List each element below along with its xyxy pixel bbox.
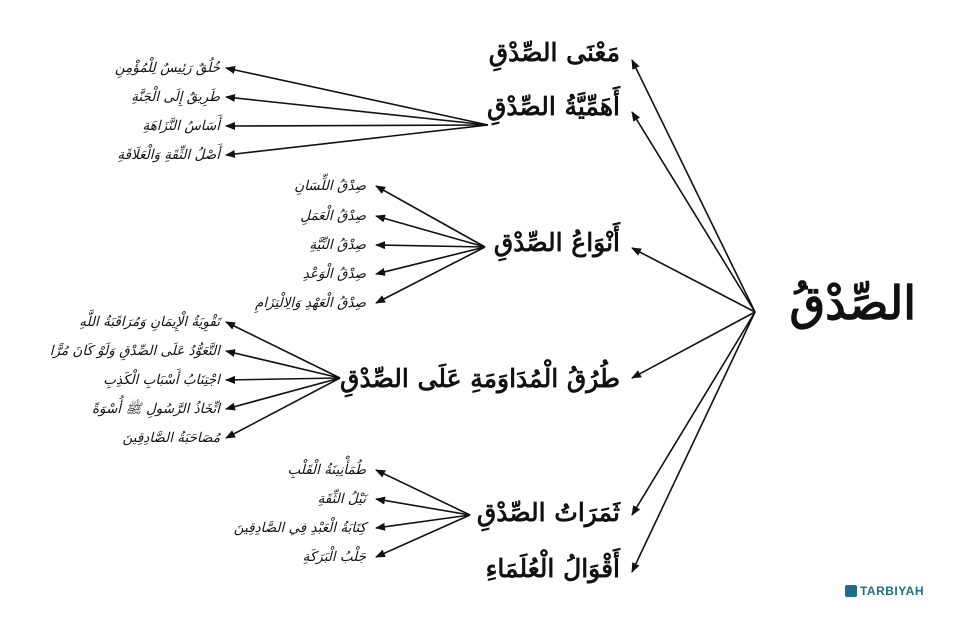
leaf-ways-1: تَقْوِيَةُ الْإِيمَانِ وَمُرَاقَبَةُ الل… xyxy=(79,314,220,330)
leaf-types-1: صِدْقُ اللِّسَانِ xyxy=(294,178,366,194)
arrow-branch-4-leaf-3 xyxy=(375,514,471,558)
leaf-fruits-4: جَلْبُ الْبَرَكَةِ xyxy=(302,549,366,565)
arrow-branch-1-leaf-2 xyxy=(225,121,489,130)
arrow-branch-1-leaf-0 xyxy=(225,66,489,126)
leaf-types-5: صِدْقُ الْعَهْدِ وَالِالْتِزَامِ xyxy=(254,295,366,311)
arrow-branch-2-leaf-3 xyxy=(375,246,486,276)
arrow-branch-3-leaf-3 xyxy=(225,377,341,411)
leaf-importance-2: طَرِيقٌ إِلَى الْجَنَّةِ xyxy=(131,89,220,105)
leaf-ways-4: اتِّخَاذُ الرَّسُولِ ﷺ أُسْوَةً xyxy=(91,401,220,417)
arrow-branch-4-leaf-2 xyxy=(375,514,471,531)
arrow-branch-3-leaf-1 xyxy=(225,349,341,379)
arrow-branch-1-leaf-1 xyxy=(225,93,489,126)
leaf-types-2: صِدْقُ الْعَمَلِ xyxy=(300,208,366,224)
arrow-branch-2-leaf-2 xyxy=(375,241,486,250)
arrow-branch-2-leaf-1 xyxy=(375,214,486,248)
tarbiyah-logo: TARBIYAH xyxy=(844,584,924,598)
arrow-branch-2-leaf-4 xyxy=(375,246,486,304)
branch-sayings: أَقْوَالُ الْعُلَمَاءِ xyxy=(485,554,620,583)
leaf-importance-4: أَصْلُ الثِّقَةِ وَالْعَلَاقَةِ xyxy=(117,147,220,163)
leaf-fruits-1: طُمَأْنِينَةُ الْقَلْبِ xyxy=(287,462,366,478)
arrow-root-to-branch-1 xyxy=(631,111,756,313)
leaf-ways-5: مُصَاحَبَةُ الصَّادِقِينَ xyxy=(122,430,221,446)
logo-text: TARBIYAH xyxy=(859,584,924,598)
logo-mark-icon xyxy=(844,585,857,597)
arrow-branch-3-leaf-2 xyxy=(225,375,341,384)
arrow-branch-2-leaf-0 xyxy=(375,185,486,248)
leaf-ways-3: اجْتِنَابُ أَسْبَابِ الْكَذِبِ xyxy=(103,372,220,388)
arrow-root-to-branch-0 xyxy=(631,59,756,313)
branch-types: أَنْوَاعُ الصِّدْقِ xyxy=(493,228,620,257)
arrow-branch-4-leaf-1 xyxy=(375,496,471,516)
arrow-root-to-branch-5 xyxy=(631,311,756,573)
arrow-branch-4-leaf-0 xyxy=(375,469,471,516)
arrow-root-to-branch-4 xyxy=(631,311,756,516)
root-node: الصِّدْقُ xyxy=(789,276,916,330)
leaf-types-4: صِدْقُ الْوَعْدِ xyxy=(302,266,366,282)
leaf-fruits-3: كِتَابَةُ الْعَبْدِ فِي الصَّادِقِينَ xyxy=(233,520,366,536)
branch-ways: طُرُقُ الْمُدَاوَمَةِ عَلَى الصِّدْقِ xyxy=(340,364,620,393)
arrow-root-to-branch-2 xyxy=(631,247,756,313)
branch-meaning: مَعْنَى الصِّدْقِ xyxy=(488,38,620,67)
leaf-ways-2: التَّعَوُّدُ عَلَى الصِّدْقِ وَلَوْ كَان… xyxy=(49,343,220,359)
arrow-branch-1-leaf-3 xyxy=(225,124,489,158)
branch-importance: أَهَمِّيَّةُ الصِّدْقِ xyxy=(487,92,620,121)
leaf-fruits-2: نَيْلُ الثِّقَةِ xyxy=(317,491,366,507)
branch-fruits: ثَمَرَاتُ الصِّدْقِ xyxy=(476,498,620,527)
arrow-branch-3-leaf-0 xyxy=(225,321,341,379)
arrow-branch-3-leaf-4 xyxy=(225,377,341,439)
leaf-importance-1: خُلُقٌ رَئِيسٌ لِلْمُؤْمِنِ xyxy=(114,60,220,76)
leaf-importance-3: أَسَاسُ النَّزَاهَةِ xyxy=(142,118,220,134)
leaf-types-3: صِدْقُ النِّيَّةِ xyxy=(309,237,366,253)
arrow-root-to-branch-3 xyxy=(631,311,756,379)
